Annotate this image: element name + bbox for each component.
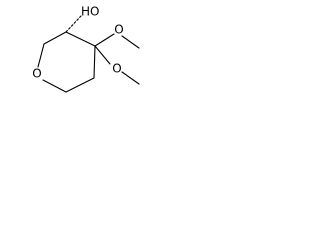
bond-c6-o1 [42,79,67,93]
methoxy-lower-oxygen-label: O [112,62,121,76]
methoxy-upper-oxygen-label: O [114,23,123,37]
atom-labels: HO O O O [32,5,123,81]
bond-c3-c4 [65,31,96,47]
ring-bonds [37,31,96,93]
ring-oxygen-label: O [32,67,41,81]
hydroxyl-label: HO [81,5,99,19]
structure-canvas: HO O O O [0,0,162,118]
bond-o1-c2 [37,43,45,68]
substituent-bonds [65,15,140,85]
bond-c5-c6 [65,77,95,93]
bond-c4-o-lower [94,45,111,65]
bond-c2-c3 [43,31,67,45]
bond-c4-c5 [93,45,96,79]
bond-o-upper-ch3 [121,35,140,49]
molecule-drawing: HO O O O [32,5,140,93]
stereo-bond-c3-oh [65,15,82,33]
bond-c4-o-upper [94,33,115,47]
bond-o-lower-ch3 [121,71,140,85]
